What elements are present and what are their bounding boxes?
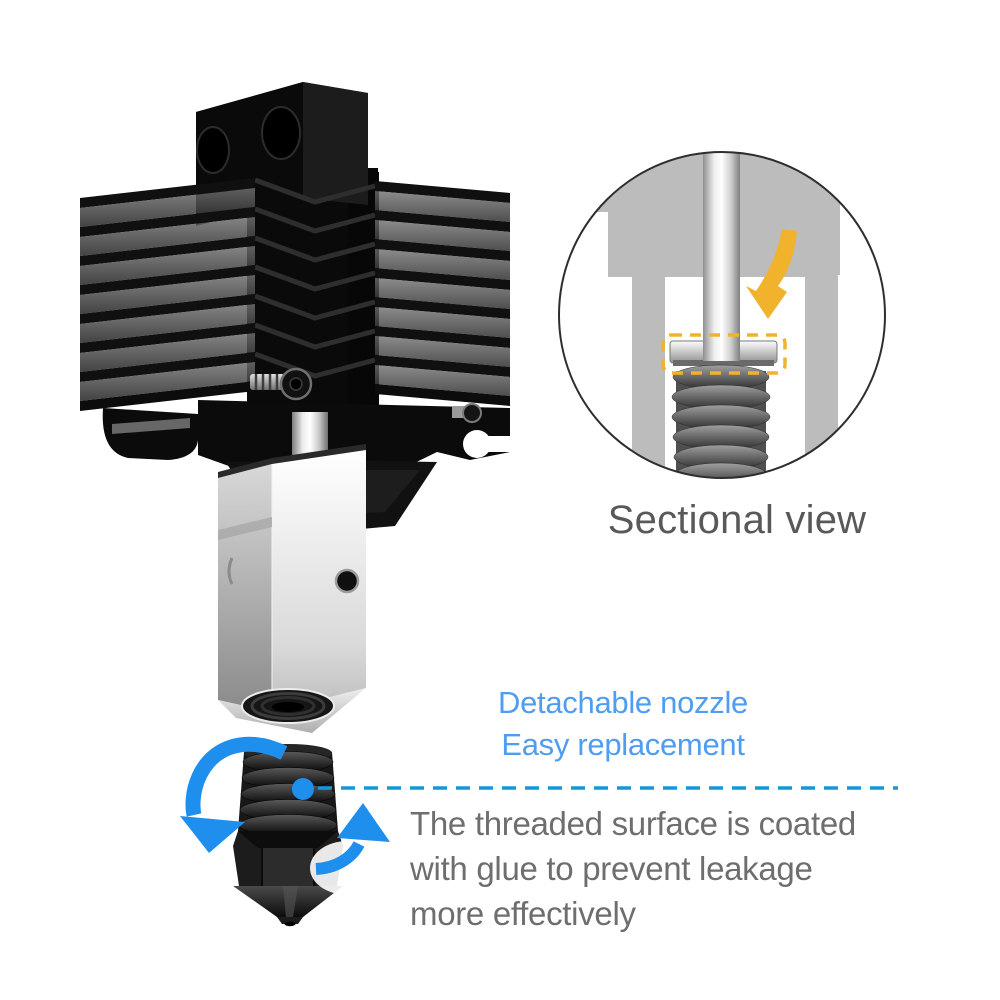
caption-line-1: Detachable nozzle [498,685,748,720]
heater-block [218,444,366,733]
nozzle-orifice [284,921,296,927]
nozzle-bore [241,688,335,724]
heatsink-right-fins [375,181,510,406]
leader-dot [292,778,314,800]
heatsink [80,82,510,460]
rotation-arrow-right-icon [310,803,390,895]
sectional-view-inset [558,151,886,479]
heater-block-side-hole [334,568,360,594]
inset-circle-outline [558,151,886,479]
sectional-view-label: Sectional view [607,498,867,542]
bracket-clip-right [452,403,511,458]
rotation-arrow-left-icon [180,736,288,853]
leader-line [292,778,898,800]
heatsink-left-fins [80,178,255,411]
caption-line-2: Easy replacement [501,727,745,762]
description-line-2: with glue to prevent leakage [410,850,813,887]
section-rod [703,152,740,361]
mount-hole-right [261,106,301,160]
insertion-arrow-icon [746,229,797,319]
description-line-1: The threaded surface is coated [410,805,856,842]
description-line-3: more effectively [410,895,636,932]
section-block-cross-section [583,152,840,478]
detached-nozzle [233,744,343,927]
nozzle-feature-caption: Detachable nozzle Easy replacement [423,682,823,766]
mount-hole-left [196,126,230,174]
heatsink-inner-fins [254,177,376,379]
nozzle-description: The threaded surface is coated with glue… [410,801,910,936]
bracket-screw-left [250,367,313,401]
section-threads [671,364,771,478]
